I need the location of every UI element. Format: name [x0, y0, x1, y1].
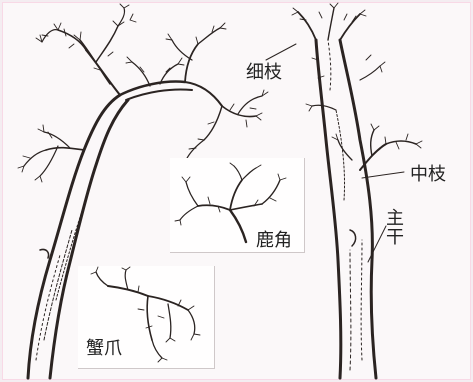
antler-label: 鹿角: [256, 230, 292, 251]
left-tree: [23, 7, 263, 380]
antler-sketch: [174, 162, 287, 244]
main-trunk-leader: [367, 225, 387, 263]
crab-claw-label: 蟹爪: [86, 338, 122, 359]
crab-claw-panel: [78, 266, 215, 369]
fine-branch-leader: [265, 43, 297, 61]
middle-branch-label: 中枝: [410, 164, 446, 185]
middle-branch-leader: [361, 171, 405, 179]
main-trunk-label: 主干: [386, 208, 404, 248]
crab-claw-sketch: [90, 266, 201, 363]
right-tree-twigs: [291, 2, 423, 150]
antler-panel: [170, 158, 305, 253]
fine-branch-label: 细枝: [246, 62, 282, 83]
left-tree-twigs: [17, 3, 269, 183]
right-tree: [297, 7, 417, 380]
